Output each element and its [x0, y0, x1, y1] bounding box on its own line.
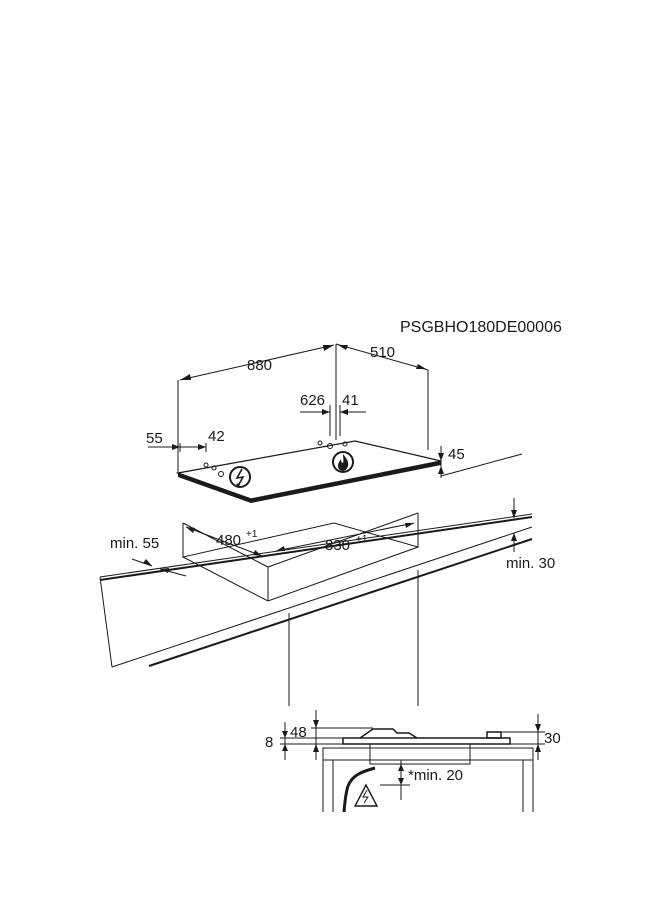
cutout-view: 480 +1 830 +1 min. 55 min. 30 — [99, 498, 555, 706]
gas-flame-icon — [332, 451, 354, 473]
dim-880: 880 — [247, 357, 272, 374]
dim-30-side: 30 — [544, 730, 561, 747]
hob-top-view: 880 510 626 41 55 42 — [146, 343, 523, 503]
dim-510: 510 — [370, 344, 395, 361]
dim-626: 626 — [300, 392, 325, 409]
dim-8: 8 — [265, 734, 273, 751]
dim-min-55: min. 55 — [110, 535, 159, 552]
dim-42: 42 — [208, 428, 225, 445]
dim-480-tol: +1 — [246, 529, 258, 540]
dim-41: 41 — [342, 392, 359, 409]
electric-hazard-icon — [229, 466, 251, 488]
dim-830: 830 — [325, 537, 350, 554]
dim-48: 48 — [290, 724, 307, 741]
dim-480: 480 — [216, 532, 241, 549]
dim-45: 45 — [448, 446, 465, 463]
dim-min-30: min. 30 — [506, 555, 555, 572]
dim-55: 55 — [146, 430, 163, 447]
dim-830-tol: +1 — [356, 534, 368, 545]
side-section-view: 8 48 30 *min. 20 — [265, 710, 561, 813]
diagram-code: PSGBHO180DE00006 — [400, 319, 562, 336]
dim-min-20: *min. 20 — [408, 767, 463, 784]
electric-warning-triangle-icon — [353, 783, 379, 807]
